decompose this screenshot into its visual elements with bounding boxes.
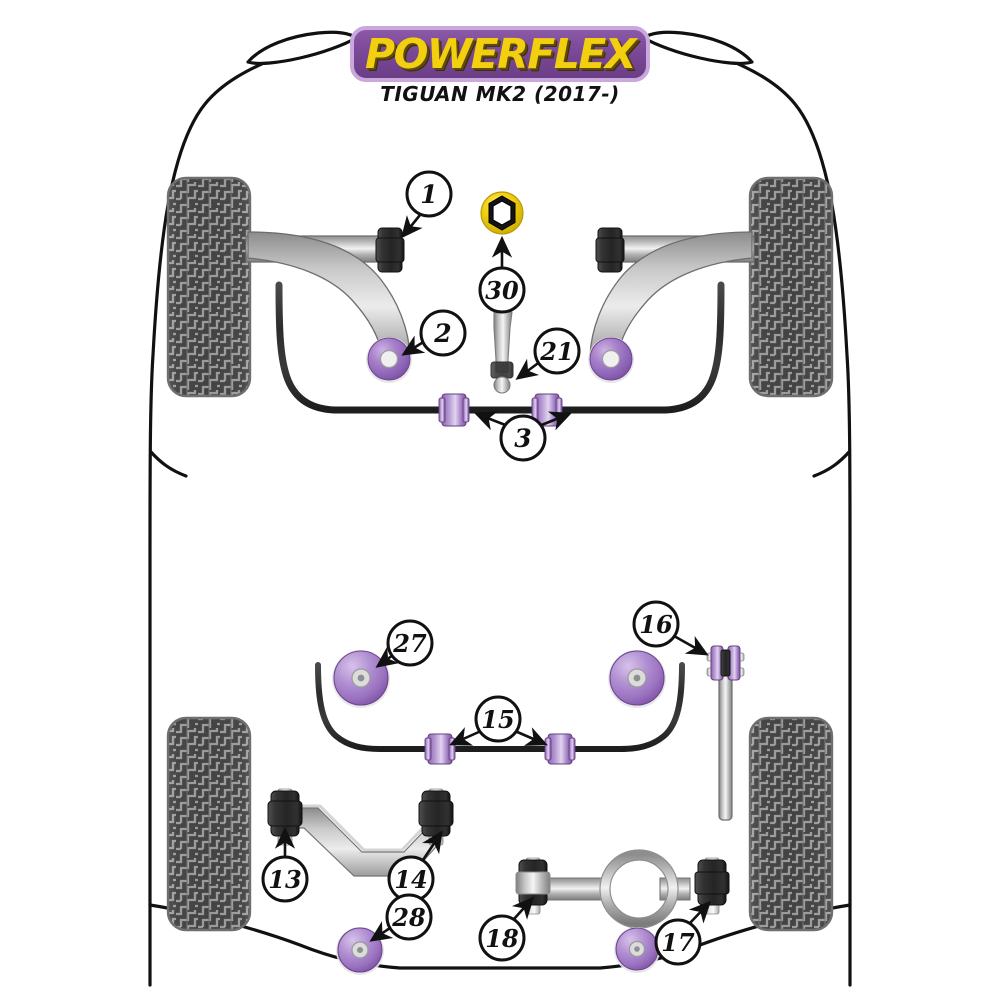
- brand-logo-panel: [350, 26, 650, 82]
- callout-15-label: 15: [481, 705, 514, 734]
- callout-13[interactable]: 13: [261, 855, 309, 903]
- callout-1[interactable]: 1: [405, 170, 453, 218]
- callout-16-label: 16: [639, 610, 673, 639]
- leader-21: [515, 358, 542, 380]
- callout-28[interactable]: 28: [385, 893, 433, 941]
- bush-14: [418, 788, 454, 846]
- callout-leaders: [274, 214, 712, 942]
- vehicle-body-outline: [148, 32, 852, 987]
- model-title: TIGUAN MK2 (2017-): [380, 82, 620, 106]
- callout-13-label: 13: [268, 865, 301, 894]
- callout-28-label: 28: [391, 903, 426, 932]
- front-right-tyre: [748, 176, 834, 398]
- leader-16: [673, 634, 709, 656]
- hex-insert-30: [480, 191, 524, 235]
- rear-track-control-arm: [533, 849, 691, 929]
- bush-2-left: [366, 337, 412, 383]
- bush-18: [515, 857, 551, 915]
- callout-30[interactable]: 30: [478, 266, 526, 314]
- callout-18[interactable]: 18: [478, 914, 526, 962]
- callout-15[interactable]: 15: [474, 695, 522, 743]
- leader-1: [401, 214, 423, 239]
- leader-17: [688, 900, 712, 924]
- callout-16[interactable]: 16: [632, 600, 680, 648]
- bush-1-left: [375, 227, 405, 273]
- callout-2-label: 2: [433, 319, 451, 348]
- callout-circles: 1 2 3 30 21 27: [261, 170, 702, 966]
- leader-27: [375, 646, 400, 668]
- bush-2-right: [588, 337, 634, 383]
- brand-logo: POWERFLEX: [352, 28, 648, 80]
- bush-17: [694, 857, 730, 915]
- front-anti-roll-bar: [275, 281, 725, 414]
- bush-28: [336, 927, 384, 975]
- leader-15a: [449, 727, 482, 746]
- leader-3a: [474, 411, 509, 431]
- leader-18: [511, 896, 535, 920]
- front-left-tyre: [166, 176, 252, 398]
- callout-14-label: 14: [394, 865, 427, 894]
- rear-axle-beam: [315, 662, 685, 752]
- callout-21-label: 21: [539, 337, 573, 366]
- callout-3[interactable]: 3: [499, 414, 547, 462]
- leader-28: [369, 921, 394, 942]
- leader-3b: [538, 411, 572, 431]
- callout-21[interactable]: 21: [533, 327, 581, 375]
- wing-mirror-right: [642, 30, 754, 65]
- callout-17-label: 17: [661, 928, 695, 957]
- callout-27-label: 27: [392, 629, 427, 658]
- brand-wordmark: POWERFLEX: [365, 30, 636, 78]
- bush-17-disc: [614, 927, 660, 973]
- gear-linkage-rod-21: [490, 311, 514, 394]
- wing-mirror-left: [246, 30, 358, 65]
- bush-27-left: [332, 650, 390, 708]
- rear-drop-link-16: [706, 645, 745, 821]
- callout-3-label: 3: [514, 424, 531, 453]
- leader-14: [421, 830, 443, 861]
- leader-15b: [514, 727, 548, 746]
- bush-15-right: [544, 733, 576, 765]
- bush-3-left: [438, 393, 470, 427]
- bush-15-left: [424, 733, 456, 765]
- callout-17[interactable]: 17: [654, 918, 702, 966]
- bush-1-right: [595, 227, 625, 273]
- callout-2[interactable]: 2: [419, 309, 467, 357]
- rear-right-tyre: [748, 716, 834, 932]
- bush-27-right: [608, 650, 666, 708]
- rear-left-tyre: [166, 716, 252, 932]
- callout-18-label: 18: [485, 924, 519, 953]
- callout-27[interactable]: 27: [386, 619, 434, 667]
- callout-1-label: 1: [420, 180, 437, 209]
- callout-14[interactable]: 14: [387, 855, 435, 903]
- callout-30-label: 30: [485, 276, 519, 305]
- leader-2: [401, 335, 426, 356]
